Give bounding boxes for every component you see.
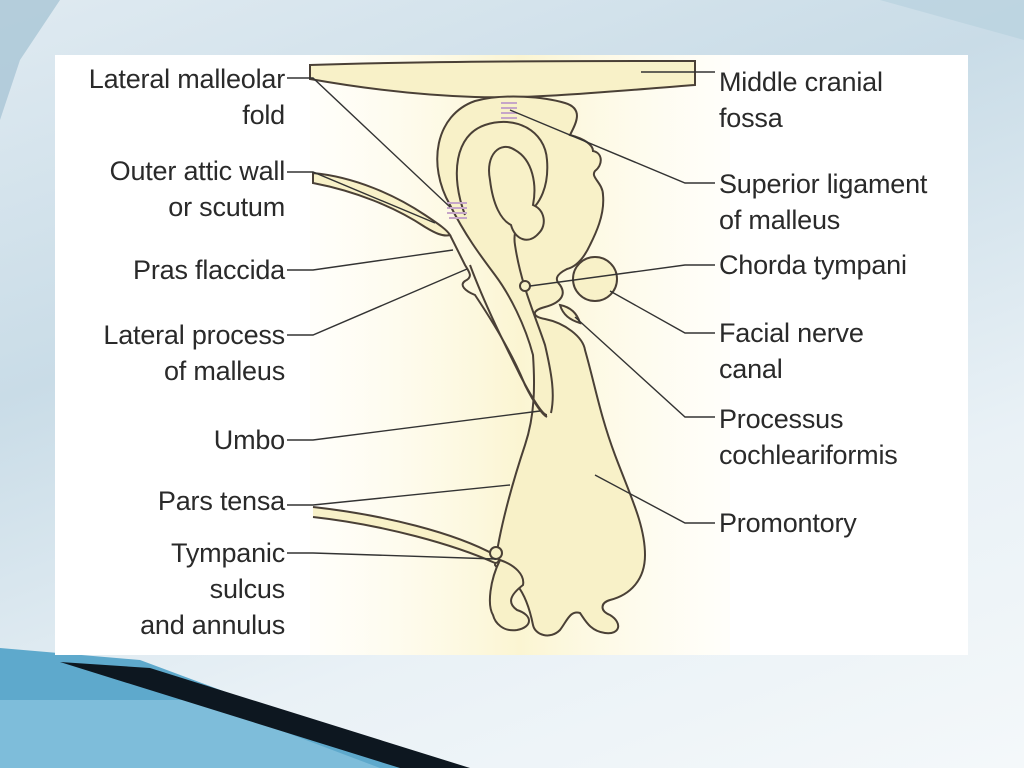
- label-pars-tensa: Pars tensa: [157, 486, 285, 516]
- facial-nerve-canal-circle: [572, 256, 618, 302]
- label-processus-cochleariformis: Processus cochleariformis: [719, 404, 898, 470]
- label-lateral-malleolar-fold: Lateral malleolar fold: [88, 64, 285, 130]
- incus: [488, 145, 545, 241]
- label-umbo: Umbo: [213, 425, 285, 455]
- bottom-dark-ribbon: [60, 662, 470, 768]
- label-middle-cranial-fossa: Middle cranial fossa: [719, 67, 883, 133]
- ear-diagram: [287, 55, 730, 655]
- processus-cochleariformis-notch: [558, 303, 582, 325]
- ear-anatomy-figure: Lateral malleolar fold Outer attic wall …: [55, 55, 968, 655]
- tympanic-annulus: [489, 546, 503, 560]
- label-lateral-process-of-malleus: Lateral process of malleus: [103, 320, 285, 386]
- leader-lateral-process: [287, 268, 468, 336]
- leader-pars-flaccida: [287, 249, 454, 271]
- label-pars-flaccida: Pras flaccida: [133, 255, 285, 285]
- leader-chorda-tympani: [529, 264, 715, 287]
- top-right-shard: [880, 0, 1024, 40]
- label-promontory: Promontory: [719, 508, 857, 538]
- label-superior-ligament: Superior ligament of malleus: [719, 169, 928, 235]
- top-left-shard: [0, 0, 60, 120]
- outer-attic-wall-shape: [312, 171, 452, 237]
- lateral-malleolar-fold-hatch: [447, 202, 467, 219]
- label-chorda-tympani: Chorda tympani: [719, 250, 907, 280]
- middle-cranial-fossa-bone: [309, 59, 696, 99]
- label-facial-nerve-canal: Facial nerve canal: [719, 318, 864, 384]
- label-outer-attic-wall: Outer attic wall or scutum: [109, 156, 286, 222]
- chorda-tympani-circle: [519, 280, 531, 292]
- leader-pars-tensa: [287, 484, 511, 506]
- bottom-blue-light: [0, 700, 380, 768]
- pars-tensa-membrane: [312, 506, 500, 565]
- leader-superior-ligament: [509, 109, 715, 184]
- superior-ligament-hatch: [501, 102, 517, 119]
- leader-promontory: [594, 474, 715, 524]
- leader-lines: [287, 71, 715, 560]
- promontory-lobes: [488, 558, 530, 632]
- leader-outer-attic-wall: [287, 171, 436, 224]
- tympanic-membrane: [449, 234, 548, 418]
- leader-umbo: [287, 410, 541, 441]
- leader-tympanic-sulcus: [287, 552, 497, 560]
- label-tympanic-sulcus: Tympanic sulcus and annulus: [140, 538, 285, 640]
- leader-lateral-malleolar-fold: [287, 77, 451, 208]
- ossicle-and-promontory: [436, 95, 647, 637]
- leader-processus-cochleariformis: [574, 316, 715, 418]
- leader-facial-nerve-canal: [609, 290, 715, 334]
